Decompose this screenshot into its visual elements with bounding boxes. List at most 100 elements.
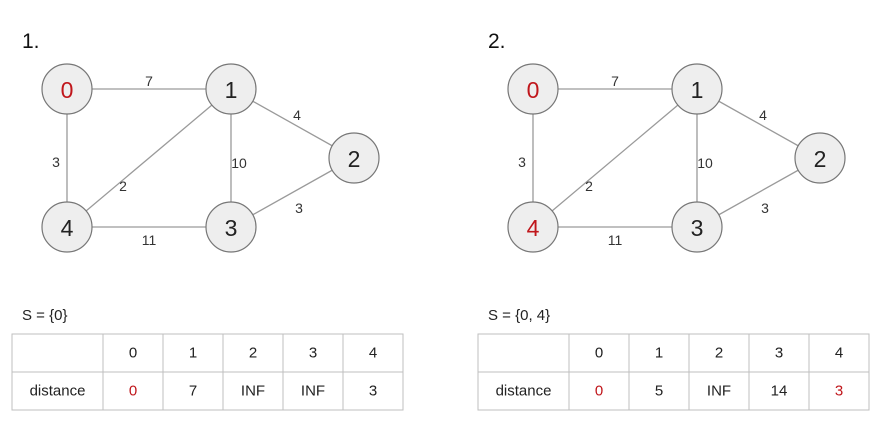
column-header: 1 [655, 345, 663, 362]
node-label: 2 [348, 146, 361, 172]
node-circle [794, 132, 846, 184]
graph-node-2: 2 [794, 132, 846, 184]
row-label: distance [30, 383, 86, 400]
node-label: 4 [527, 215, 540, 241]
distance-value: 14 [771, 383, 788, 400]
table-cell [162, 333, 224, 373]
node-circle [41, 63, 93, 115]
graph-node-3: 3 [671, 201, 723, 253]
column-header: 4 [369, 345, 377, 362]
table-cell [162, 371, 224, 411]
table-cell [282, 333, 344, 373]
distance-table: 0 1 2 3 4 distance 0 7 INF INF 3 [11, 333, 404, 411]
graph-node-2: 2 [328, 132, 380, 184]
column-header: 1 [189, 345, 197, 362]
column-header: 0 [129, 345, 137, 362]
graph-node-1: 1 [671, 63, 723, 115]
node-label: 1 [691, 77, 704, 103]
edges [532, 88, 821, 228]
node-circle [507, 63, 559, 115]
graph-node-0: 0 [41, 63, 93, 115]
edges [66, 88, 355, 228]
nodes: 0 1 2 3 4 [507, 63, 846, 253]
node-label: 2 [814, 146, 827, 172]
table-cell [102, 371, 164, 411]
edge-weight-0-4: 3 [52, 154, 60, 170]
panel-2: 2. 0 1 2 3 4 7 3 2 10 4 11 3 S = {0, 4} 0 1 2 3 4 distance 0… [477, 30, 870, 411]
table-cell [342, 371, 404, 411]
graph-node-4: 4 [507, 201, 559, 253]
table-cell [477, 333, 570, 373]
node-label: 3 [225, 215, 238, 241]
edge-weight-1-3: 10 [697, 155, 713, 171]
panel-label: 1. [22, 30, 40, 53]
table-cell [748, 333, 810, 373]
table-cell [628, 371, 690, 411]
distance-value: 3 [835, 383, 843, 400]
column-header: 2 [715, 345, 723, 362]
edge-weight-1-2: 4 [759, 107, 767, 123]
edge-weight-3-2: 3 [761, 200, 769, 216]
node-circle [328, 132, 380, 184]
graph-node-3: 3 [205, 201, 257, 253]
table-row: distance 0 7 INF INF 3 [11, 371, 404, 411]
edge-weight-0-1: 7 [611, 73, 619, 89]
table-cell [808, 371, 870, 411]
table-cell [477, 371, 570, 411]
edge-weight-4-3: 11 [608, 232, 623, 248]
edge-4-1 [532, 88, 698, 228]
edge-weight-3-2: 3 [295, 200, 303, 216]
node-circle [671, 201, 723, 253]
edge-weight-4-1: 2 [585, 178, 593, 194]
nodes: 0 1 2 3 4 [41, 63, 380, 253]
graph-node-0: 0 [507, 63, 559, 115]
table-cell [342, 333, 404, 373]
column-header: 0 [595, 345, 603, 362]
node-label: 0 [527, 77, 540, 103]
panel-label: 2. [488, 30, 506, 53]
table-cell [11, 333, 104, 373]
node-circle [41, 201, 93, 253]
column-header: 3 [309, 345, 317, 362]
distance-value: 0 [129, 383, 137, 400]
edge-weight-4-1: 2 [119, 178, 127, 194]
distance-value: 5 [655, 383, 663, 400]
node-label: 0 [61, 77, 74, 103]
edge-weight-0-1: 7 [145, 73, 153, 89]
table-cell [11, 371, 104, 411]
table-header-row: 0 1 2 3 4 [477, 333, 870, 373]
edge-weight-4-3: 11 [142, 232, 157, 248]
node-circle [205, 201, 257, 253]
node-label: 3 [691, 215, 704, 241]
edge-4-1 [66, 88, 232, 228]
distance-value: 7 [189, 383, 197, 400]
node-circle [205, 63, 257, 115]
graph-node-1: 1 [205, 63, 257, 115]
table-cell [808, 333, 870, 373]
edge-weight-0-4: 3 [518, 154, 526, 170]
visited-set-label: S = {0, 4} [488, 307, 550, 324]
row-label: distance [496, 383, 552, 400]
node-circle [507, 201, 559, 253]
node-circle [671, 63, 723, 115]
column-header: 4 [835, 345, 843, 362]
distance-value: 3 [369, 383, 377, 400]
column-header: 2 [249, 345, 257, 362]
graph-node-4: 4 [41, 201, 93, 253]
visited-set-label: S = {0} [22, 307, 67, 324]
distance-value: INF [241, 383, 265, 400]
table-header-row: 0 1 2 3 4 [11, 333, 404, 373]
table-cell [282, 371, 344, 411]
edge-weight-1-3: 10 [231, 155, 247, 171]
node-label: 1 [225, 77, 238, 103]
edge-weight-1-2: 4 [293, 107, 301, 123]
distance-value: INF [301, 383, 325, 400]
distance-value: 0 [595, 383, 603, 400]
column-header: 3 [775, 345, 783, 362]
